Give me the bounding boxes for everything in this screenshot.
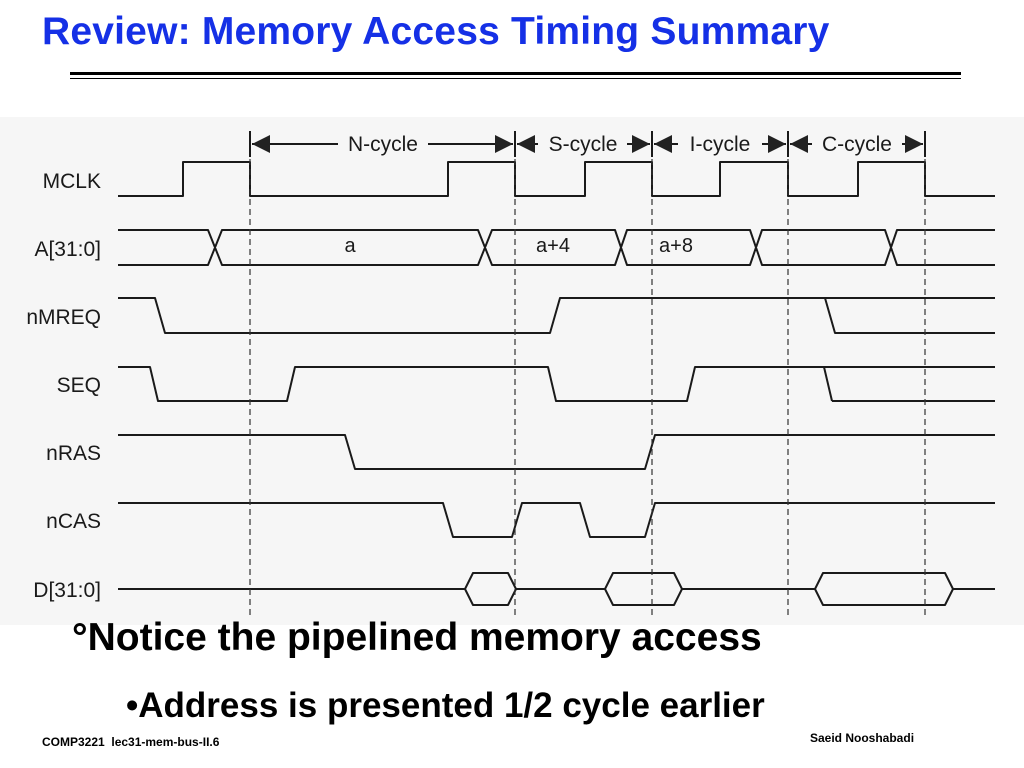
data-bus-waveform xyxy=(118,572,995,606)
title-rule-thick xyxy=(70,72,961,75)
signal-label-data: D[31:0] xyxy=(33,579,101,602)
bullet-sub: •Address is presented 1/2 cycle earlier xyxy=(126,686,765,726)
title-rule-thin xyxy=(70,78,961,79)
nmreq-waveform xyxy=(118,297,995,334)
address-label-a-plus-4: a+4 xyxy=(536,235,570,257)
bullet-main-marker: ° xyxy=(72,616,88,659)
ncas-waveform xyxy=(118,502,995,538)
footer-author: Saeid Nooshabadi xyxy=(810,731,915,745)
signal-label-nmreq: nMREQ xyxy=(26,306,101,329)
address-bus-waveform xyxy=(118,229,995,266)
bullet-main-text: Notice the pipelined memory access xyxy=(87,616,762,659)
address-label-a-plus-8: a+8 xyxy=(659,235,693,257)
cycle-label-i: I-cycle xyxy=(690,133,751,156)
signal-label-mclk: MCLK xyxy=(43,170,101,193)
timing-diagram: N-cycle S-cycle I-cycle C-cycle MCLK A[3… xyxy=(26,131,995,617)
slide-title: Review: Memory Access Timing Summary xyxy=(42,10,830,53)
footer-course: COMP3221 lec31-mem-bus-II.6 xyxy=(42,735,220,749)
seq-waveform xyxy=(118,366,995,402)
seq-waveform xyxy=(823,366,833,402)
bullet-sub-text: Address is presented 1/2 cycle earlier xyxy=(138,686,765,725)
diagram-background xyxy=(0,117,1024,625)
cycle-label-n: N-cycle xyxy=(348,133,418,156)
signal-label-seq: SEQ xyxy=(57,374,101,397)
cycle-label-s: S-cycle xyxy=(549,133,618,156)
bullet-main: °Notice the pipelined memory access xyxy=(72,616,762,660)
bullet-sub-marker: • xyxy=(126,686,139,725)
address-label-a: a xyxy=(344,235,356,257)
cycle-label-c: C-cycle xyxy=(822,133,892,156)
signal-label-address: A[31:0] xyxy=(34,238,101,261)
nras-waveform xyxy=(118,434,995,470)
signal-label-nras: nRAS xyxy=(46,442,101,465)
signal-label-ncas: nCAS xyxy=(46,510,101,533)
